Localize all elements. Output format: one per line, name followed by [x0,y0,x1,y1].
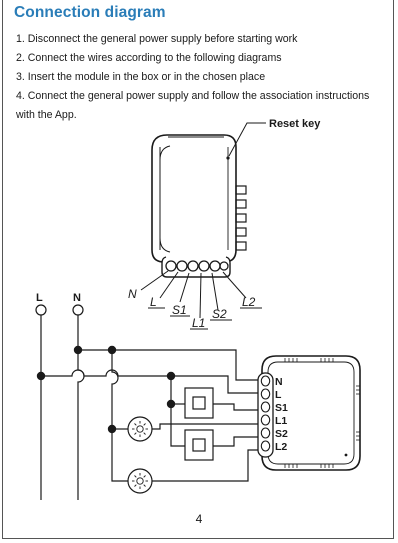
terminal-label-underlines [148,307,262,330]
wiring-terminal-label-s2: S2 [275,428,288,440]
page-frame [2,0,394,539]
module-terminal-label-s2: S2 [212,307,227,321]
supply-terminal-n [72,304,84,316]
instruction-step-1: 1. Disconnect the general power supply b… [16,33,298,45]
module-terminal-label-s1: S1 [172,303,187,317]
instruction-step-2: 2. Connect the wires according to the fo… [16,52,282,64]
module-terminal-label-l1: L1 [192,316,205,330]
reset-key-label: Reset key [269,118,321,130]
page-title: Connection diagram [14,4,166,21]
module-terminal-labels: N L S1 L1 S2 L2 [128,287,256,330]
wiring-diagram [35,304,262,500]
wiring-terminal-label-l1: L1 [275,415,287,427]
wiring-terminal-label-n: N [275,376,283,388]
supply-terminal-l [35,304,47,316]
junction-dots [36,345,176,434]
instruction-step-4: 4. Connect the general power supply and … [16,90,370,121]
lamp-glyphs [132,421,148,489]
wiring-terminal-label-l2: L2 [275,441,287,453]
module-illustration [140,122,266,319]
wiring-terminal-label-l: L [275,389,282,401]
wiring-terminal-label-s1: S1 [275,402,288,414]
module-terminal-label-l2: L2 [242,295,256,309]
lamp-1 [127,416,153,442]
supply-label-n: N [73,292,81,304]
wiring-module [257,355,361,471]
page-number: 4 [195,512,203,526]
lamp-2 [127,468,153,494]
module-terminal-label-l: L [150,295,157,309]
instruction-list: 1. Disconnect the general power supply b… [16,30,386,125]
instruction-step-3: 3. Insert the module in the box or in th… [16,71,266,83]
module-terminal-label-n: N [128,287,137,301]
supply-label-l: L [36,292,43,304]
wiring-terminal-labels: N L S1 L1 S2 L2 [275,376,288,453]
